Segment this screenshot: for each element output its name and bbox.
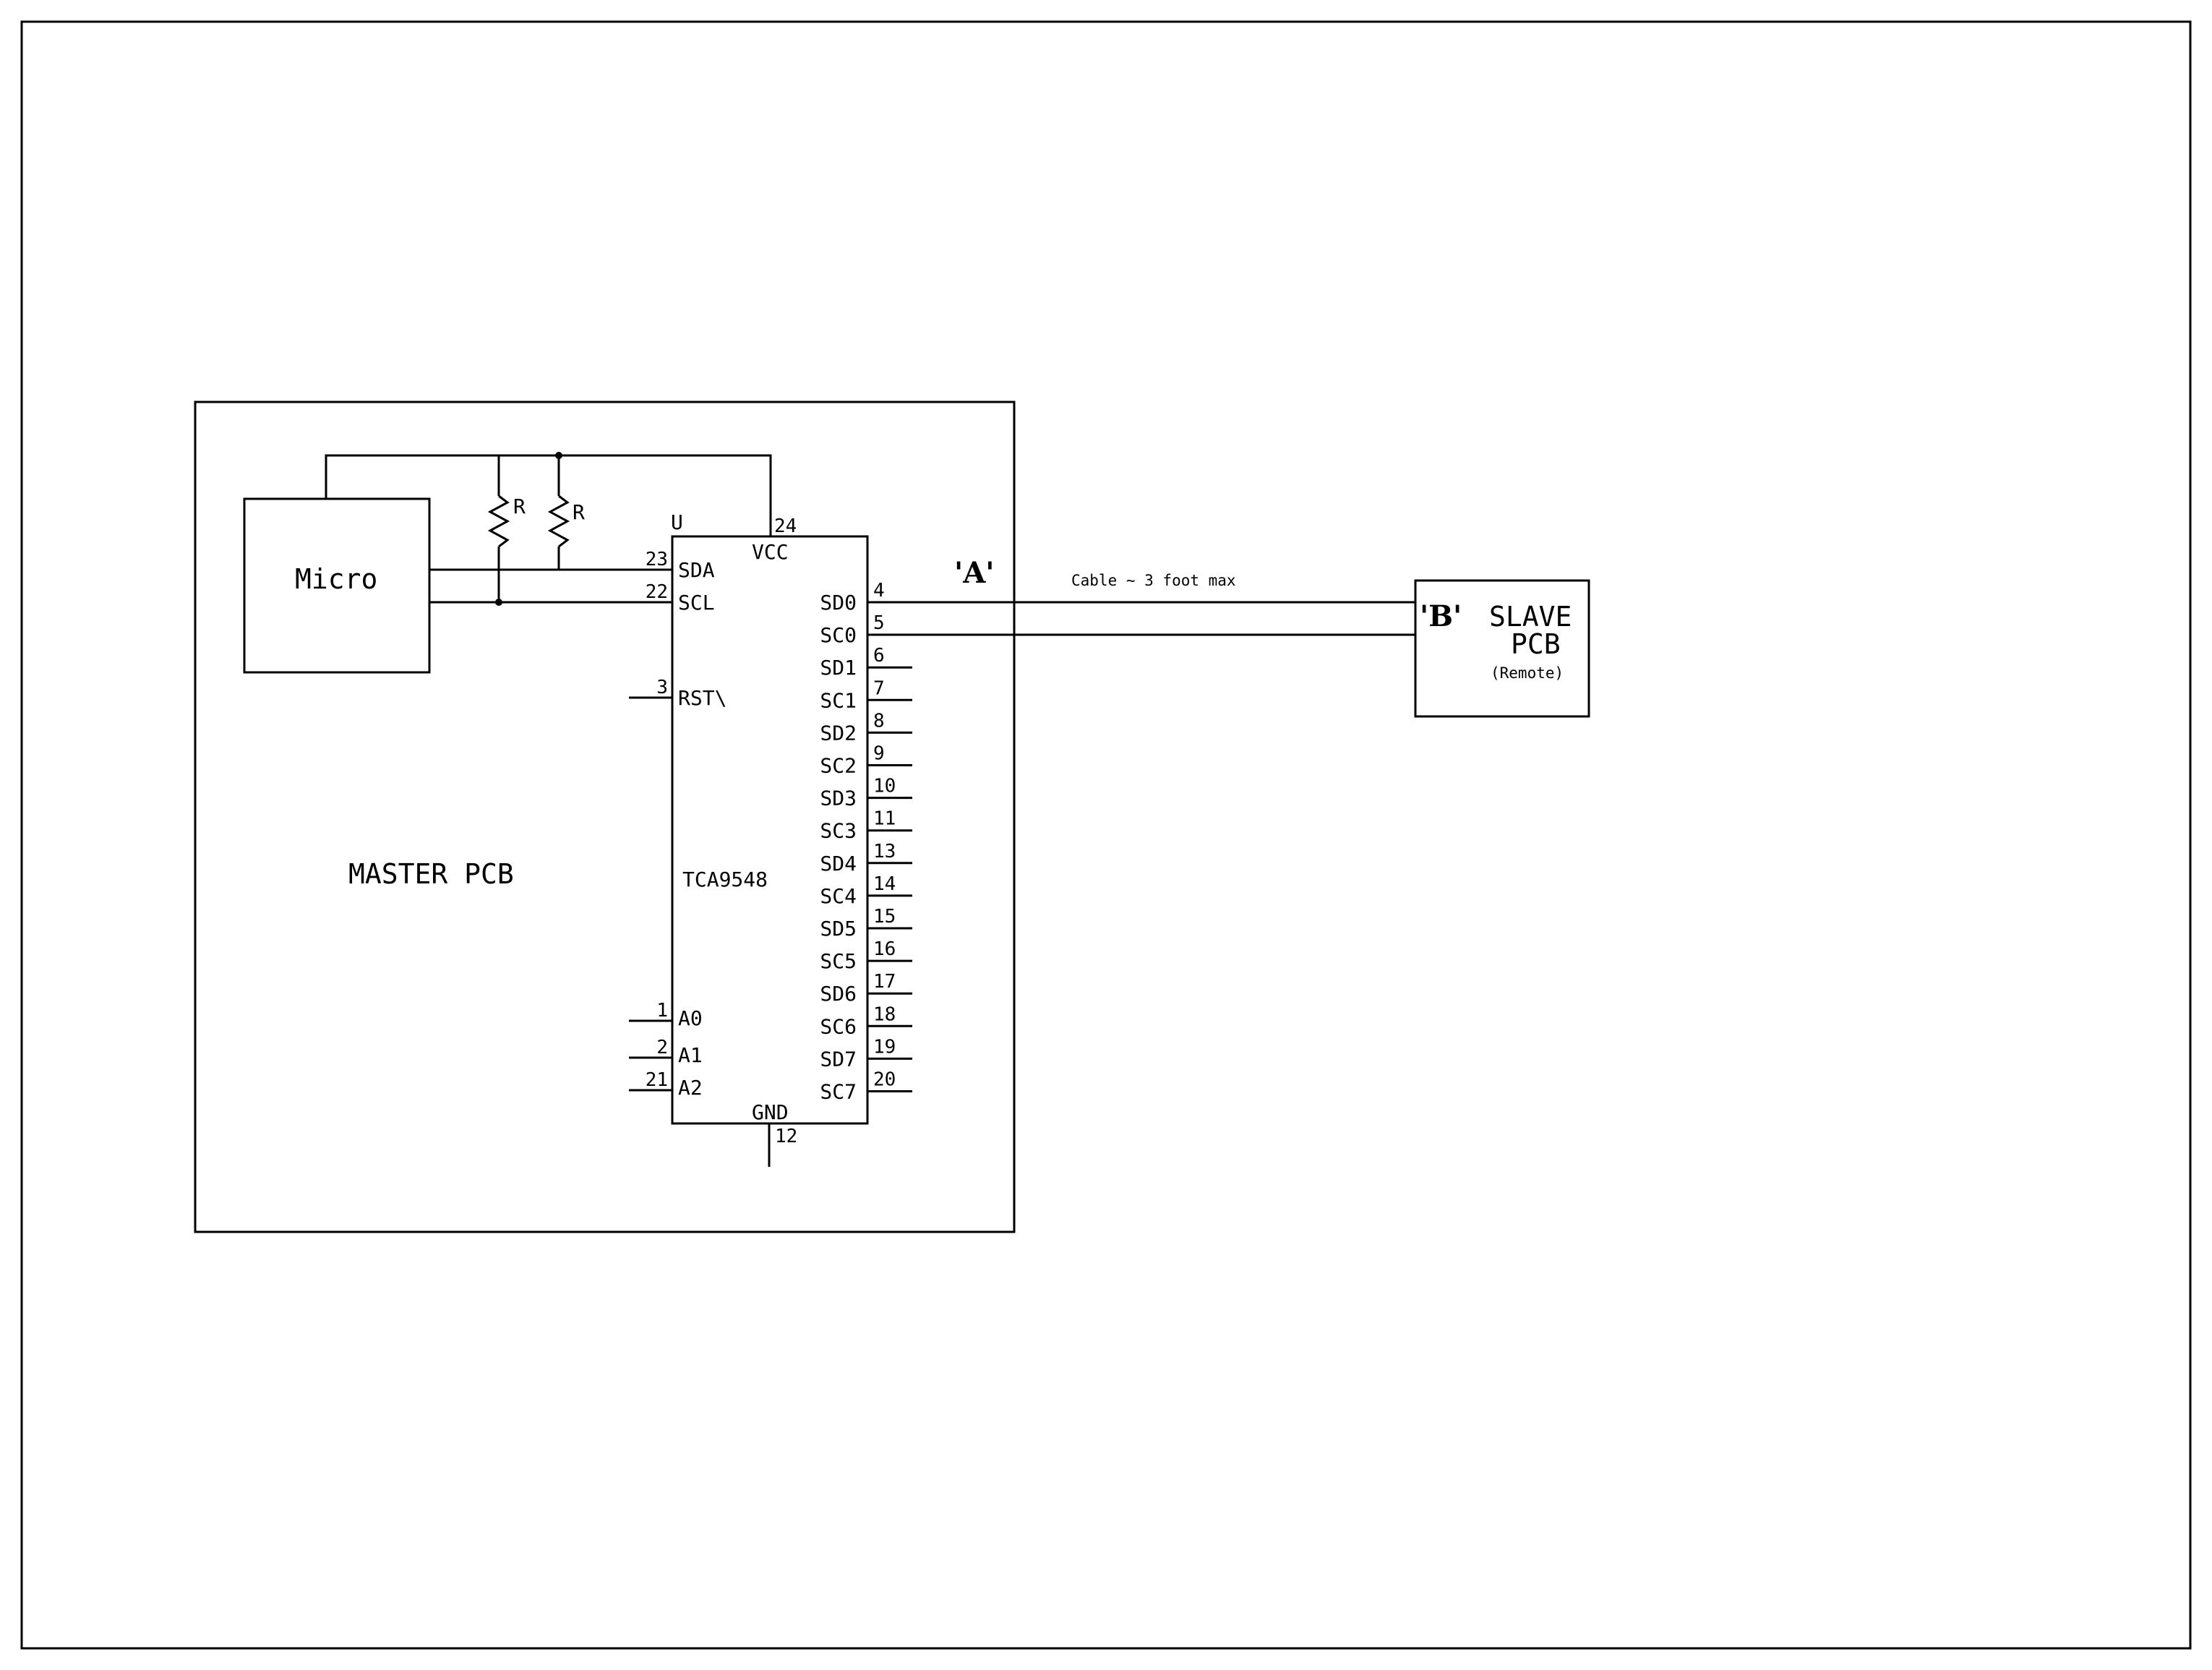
right-pin-5-label: SC2	[820, 754, 857, 778]
right-pin-15-label: SC7	[820, 1080, 857, 1104]
left-pin-4-label: A1	[678, 1043, 703, 1067]
slave-pcb-box	[1414, 579, 1590, 718]
left-pin-1-number: 22	[646, 581, 668, 603]
right-pin-13-label: SC6	[820, 1014, 857, 1038]
left-pins-group: 23 SDA 22 SCL 3 RST\ 1 A0 2 A1 21 A2	[629, 549, 726, 1100]
right-pin-11-number: 16	[873, 938, 896, 960]
right-pin-0-number: 4	[873, 580, 885, 601]
slave-note: (Remote)	[1491, 664, 1564, 682]
right-pin-8-number: 13	[873, 841, 896, 862]
chip-ref: U	[671, 510, 683, 534]
right-pin-1-number: 5	[873, 612, 885, 634]
resistor-2	[547, 494, 570, 548]
right-pin-2-label: SD1	[820, 656, 857, 680]
gnd-pin-label: GND	[752, 1100, 789, 1124]
right-pin-10-label: SD5	[820, 917, 857, 941]
left-pin-3-label: A0	[678, 1006, 703, 1030]
right-pin-2-number: 6	[873, 645, 885, 667]
right-pin-6-number: 10	[873, 776, 896, 797]
cable-label: Cable ~ 3 foot max	[1071, 572, 1236, 589]
right-pin-9-label: SC4	[820, 884, 857, 908]
left-pin-1-label: SCL	[678, 591, 715, 615]
sheet-border	[20, 20, 2192, 1650]
vcc-rail-wire	[325, 454, 772, 536]
master-pcb-label: MASTER PCB	[348, 858, 514, 890]
chip-part: TCA9548	[682, 868, 768, 891]
micro-label: Micro	[295, 563, 377, 595]
slave-label-line1: SLAVE	[1489, 601, 1572, 633]
micro-block	[243, 497, 431, 674]
left-pin-0-number: 23	[646, 549, 668, 570]
right-pin-15-number: 20	[873, 1069, 896, 1091]
right-pin-3-number: 7	[873, 677, 885, 699]
resistor-2-label: R	[573, 500, 585, 524]
right-pin-14-label: SD7	[820, 1047, 857, 1071]
right-pin-7-number: 11	[873, 808, 896, 830]
left-pin-5-label: A2	[678, 1076, 703, 1100]
right-pin-5-number: 9	[873, 743, 885, 765]
left-pin-4-number: 2	[656, 1037, 668, 1058]
right-pin-4-label: SD2	[820, 721, 857, 745]
right-pin-10-number: 15	[873, 906, 896, 928]
right-pin-14-number: 19	[873, 1036, 896, 1058]
master-pcb-box	[194, 401, 1016, 1233]
vcc-pin-number: 24	[774, 515, 797, 537]
right-pin-6-label: SD3	[820, 787, 857, 810]
right-pin-0-label: SD0	[820, 591, 857, 615]
right-pin-12-label: SD6	[820, 982, 857, 1006]
right-pin-1-label: SC0	[820, 623, 857, 647]
gnd-pin-number: 12	[775, 1126, 797, 1147]
resistor-1-label: R	[513, 494, 526, 518]
left-pin-5-number: 21	[646, 1069, 668, 1091]
vcc-pin-label: VCC	[752, 540, 789, 564]
right-pin-7-label: SC3	[820, 819, 857, 843]
right-pin-11-label: SC5	[820, 949, 857, 973]
left-pin-0-label: SDA	[678, 558, 715, 582]
marker-b: 'B'	[1420, 599, 1462, 633]
right-pin-8-label: SD4	[820, 852, 857, 875]
marker-a: 'A'	[954, 556, 995, 590]
right-pin-3-label: SC1	[820, 688, 857, 712]
right-pin-4-number: 8	[873, 710, 885, 732]
left-pin-2-number: 3	[656, 677, 668, 698]
right-pin-12-number: 17	[873, 971, 896, 993]
junction-dot	[495, 599, 502, 606]
left-pin-2-label: RST\	[678, 686, 726, 710]
right-pin-9-number: 14	[873, 873, 896, 895]
slave-label-line2: PCB	[1511, 628, 1561, 660]
right-pin-13-number: 18	[873, 1003, 896, 1025]
left-pin-3-number: 1	[656, 1000, 668, 1022]
resistor-1	[487, 494, 510, 548]
